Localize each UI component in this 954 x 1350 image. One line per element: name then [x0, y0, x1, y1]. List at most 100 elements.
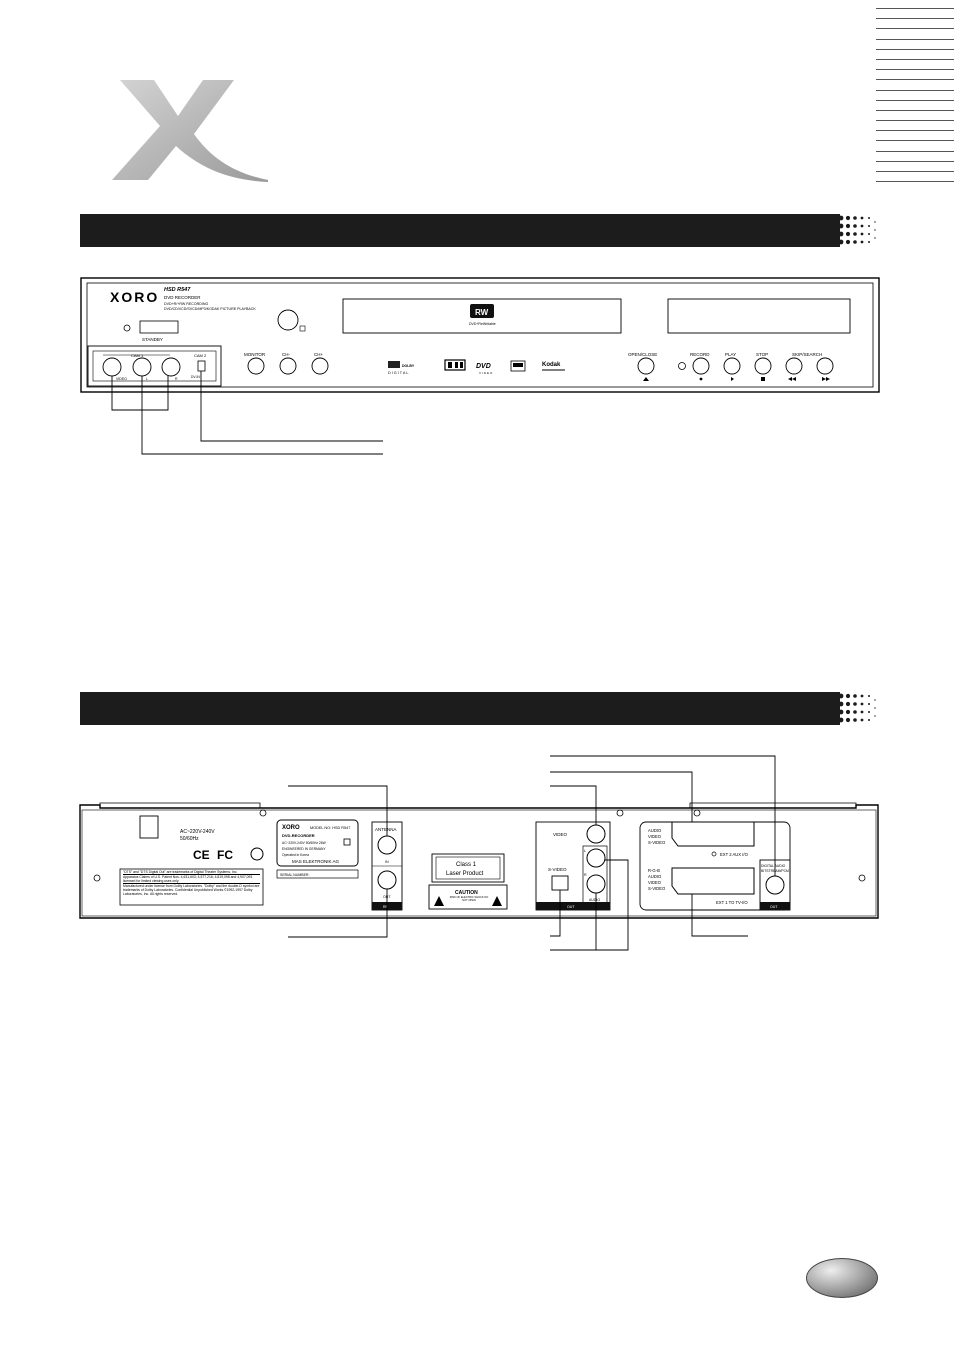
- antenna-out-jack[interactable]: [377, 870, 397, 890]
- front-subtitle: DVD RECORDER: [164, 295, 201, 300]
- antenna-in-label: IN: [385, 860, 389, 864]
- bar-dot-pattern-2: [831, 693, 876, 723]
- scart1-line1: R-G-B: [648, 868, 660, 873]
- av-out-label: OUT: [567, 905, 575, 909]
- cam1-label: CAM 1: [131, 353, 144, 358]
- scart1-line3: VIDEO: [648, 880, 662, 885]
- audio-l-out-jack[interactable]: [586, 848, 606, 868]
- warning-triangle-icon-2: [492, 896, 502, 906]
- standby-button[interactable]: [139, 320, 179, 334]
- skip-forward-button[interactable]: [816, 357, 834, 375]
- open-close-label: OPEN/CLOSE: [628, 352, 657, 357]
- disc-tray: [342, 298, 622, 334]
- rw-badge: [470, 304, 494, 318]
- standby-led: [123, 324, 131, 332]
- laser-class: Class 1: [456, 862, 477, 868]
- scart-ext1-connector[interactable]: [671, 867, 755, 895]
- video-out-jack[interactable]: [586, 824, 606, 844]
- scart2-line2: VIDEO: [648, 834, 662, 839]
- cam2-label: CAM 2: [194, 353, 207, 358]
- patent-note: Apparatus Claims of U.S. Patent Nos. 4,6…: [123, 874, 260, 883]
- scart2-name: EXT 2 AUX I/O: [720, 852, 749, 857]
- fcc-mark: FC: [217, 848, 233, 862]
- section-bar-rear: [80, 692, 840, 725]
- audio-r-label: R: [584, 873, 587, 877]
- dolby-logo-mark: [388, 361, 400, 368]
- dv-in-label: DV-IN: [191, 375, 200, 379]
- scart1-line2: AUDIO: [648, 874, 662, 879]
- antenna-in-jack[interactable]: [377, 835, 397, 855]
- ch-minus-button[interactable]: [279, 357, 297, 375]
- front-line1: DVD+R/+RW RECORDING: [164, 302, 208, 306]
- dolby-digital-label: DIGITAL: [388, 371, 410, 375]
- section-bar-front: [80, 214, 840, 247]
- stop-button[interactable]: [754, 357, 772, 375]
- monitor-button[interactable]: [247, 357, 265, 375]
- cam-input-panel: [87, 345, 222, 387]
- cam1-audio-l-jack[interactable]: [132, 357, 152, 377]
- serial-box: [276, 869, 359, 879]
- skip-back-icon: [788, 377, 796, 381]
- skip-forward-icon: [822, 377, 830, 381]
- scart-ext2-connector[interactable]: [671, 821, 755, 847]
- xoro-x-logo: [112, 80, 268, 182]
- page-number-pill: [806, 1258, 878, 1298]
- cam1-l-label: L: [146, 377, 148, 381]
- rear-panel-diagram: AC~220V-240V 50/60Hz CE FC "DTS" and "DT…: [79, 755, 879, 951]
- front-model: HSD R547: [164, 287, 191, 293]
- scart2-line3: S-VIDEO: [648, 840, 666, 845]
- front-line2: DVD/CD/VCD/SVCD/MP3/KODAK PICTURE PLAYBA…: [164, 307, 256, 311]
- label-origin: Operated in Korea: [282, 853, 309, 857]
- license-notes-box: [119, 868, 264, 906]
- monitor-label: MONITOR: [244, 352, 266, 357]
- record-button[interactable]: [692, 357, 710, 375]
- scart1-line4: S-VIDEO: [648, 886, 666, 891]
- standby-label: STANDBY: [142, 337, 163, 342]
- cam1-video-jack[interactable]: [102, 357, 122, 377]
- cam1-audio-r-jack[interactable]: [161, 357, 181, 377]
- svideo-label: S-VIDEO: [548, 867, 567, 872]
- dvd-logo: DVD: [476, 363, 491, 370]
- chapter-tab-lines: [876, 8, 954, 191]
- digital-coax-jack[interactable]: [765, 875, 785, 895]
- ch-minus-label: CH-: [282, 352, 290, 357]
- warning-triangle-icon: [434, 896, 444, 906]
- svideo-out-port[interactable]: [551, 875, 569, 891]
- antenna-label: ANTENNA: [375, 827, 397, 832]
- dvd-video-label: VIDEO: [479, 371, 493, 375]
- label-brand: XORO: [282, 825, 300, 831]
- ir-sensor: [277, 309, 299, 331]
- audio-label: AUDIO: [589, 898, 600, 902]
- ch-plus-button[interactable]: [311, 357, 329, 375]
- rf-label: RF: [383, 905, 388, 909]
- stop-icon: [761, 377, 765, 381]
- scart1-name: EXT 1 TO TV-I/O: [716, 900, 748, 905]
- digital-out-label: OUT: [770, 905, 778, 909]
- rear-callout-lines: [288, 755, 776, 951]
- front-panel-outline: [80, 277, 880, 393]
- open-close-button[interactable]: [637, 357, 655, 375]
- play-button[interactable]: [723, 357, 741, 375]
- dts-note: "DTS" and "DTS Digital Out" are trademar…: [123, 870, 238, 874]
- skip-back-button[interactable]: [785, 357, 803, 375]
- record-label: RECORD: [690, 352, 710, 357]
- seal-icon: [250, 847, 264, 861]
- label-spec: AC~220V-240V 50/60Hz 26W: [282, 841, 327, 845]
- front-brand: XORO: [110, 289, 159, 305]
- caution-text: CAUTION: [455, 890, 478, 896]
- cam1-video-label: VIDEO: [116, 377, 127, 381]
- bar-dot-pattern: [831, 215, 876, 245]
- front-panel-diagram: XORO HSD R547 DVD RECORDER DVD+R/+RW REC…: [80, 277, 880, 455]
- audio-r-out-jack[interactable]: [586, 874, 606, 894]
- laser-product: Laser Product: [446, 871, 484, 877]
- label-eng: ENGINEERED IN GERMANY: [282, 847, 326, 851]
- dolby-note: Manufactured under license from Dolby La…: [123, 883, 260, 897]
- eject-icon: [643, 377, 649, 381]
- rw-caption: DVD+ReWritable: [469, 322, 496, 326]
- dts-logo: [444, 359, 466, 371]
- caution-subtext: RISK OF ELECTRIC SHOCK DO NOT OPEN: [449, 896, 489, 902]
- caution-label: [428, 884, 508, 910]
- laser-label: [431, 853, 505, 883]
- play-icon: [731, 377, 734, 381]
- dv-in-port[interactable]: [197, 360, 206, 372]
